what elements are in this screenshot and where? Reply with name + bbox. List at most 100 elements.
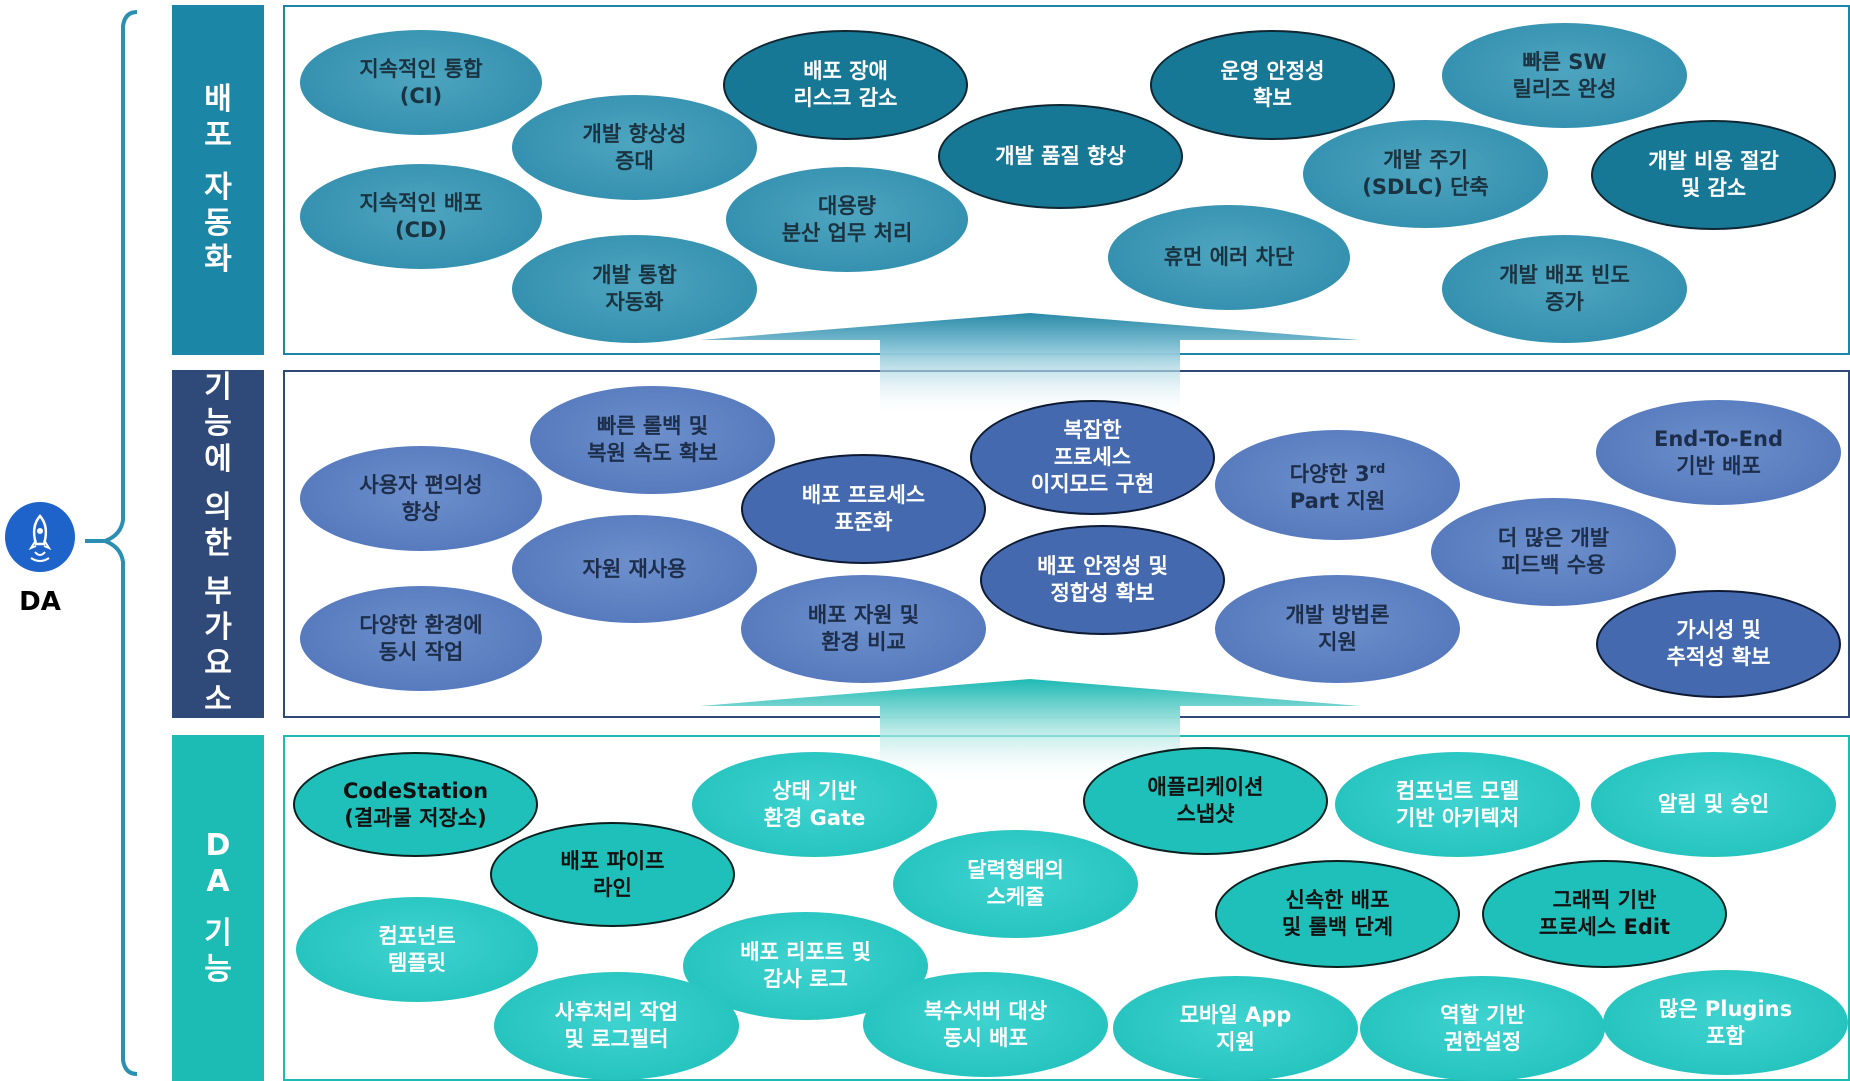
node-label: 개발 품질 향상 <box>995 144 1126 168</box>
layer-title-func-char: 능 <box>204 406 232 441</box>
func-node-rollback: 빠른 롤백 및 복원 속도 확보 <box>530 386 775 494</box>
func-node-easymode: 복잡한 프로세스 이지모드 구현 <box>970 400 1215 515</box>
deploy-node-ci: 지속적인 통합 (CI) <box>300 30 542 135</box>
da-node-postprocess: 사후처리 작업 및 로그필터 <box>494 972 739 1080</box>
deploy-node-improve: 개발 향상성 증대 <box>512 95 757 200</box>
deploy-node-release: 빠른 SW 릴리즈 완성 <box>1442 23 1687 128</box>
node-label: 컴포넌트 템플릿 <box>378 923 456 975</box>
func-node-multi-env: 다양한 환경에 동시 작업 <box>300 586 542 691</box>
node-label: 배포 리포트 및 감사 로그 <box>740 940 871 991</box>
deploy-node-stability: 운영 안정성 확보 <box>1150 30 1395 140</box>
node-label: 자원 재사용 <box>582 556 687 581</box>
node-label: 개발 향상성 증대 <box>582 121 687 173</box>
node-label: 개발 통합 자동화 <box>592 263 677 314</box>
da-node-env-gate: 상태 기반 환경 Gate <box>692 752 937 857</box>
arrow-up-to-func <box>700 679 1360 784</box>
da-node-calendar: 달력형태의 스케줄 <box>893 830 1138 938</box>
node-label: 많은 Plugins 포함 <box>1658 996 1793 1048</box>
node-label: 신속한 배포 및 롤백 단계 <box>1281 888 1394 939</box>
node-label: 더 많은 개발 피드백 수용 <box>1497 526 1610 577</box>
da-node-graphic-edit: 그래픽 기반 프로세스 Edit <box>1482 860 1727 968</box>
deploy-node-cd: 지속적인 배포 (CD) <box>300 164 542 269</box>
node-label: 배포 프로세스 표준화 <box>801 483 926 534</box>
node-label: 역할 기반 권한설정 <box>1440 1002 1525 1054</box>
node-label: 사용자 편의성 향상 <box>359 472 483 524</box>
layer-title-da-char: 능 <box>204 952 232 987</box>
func-node-standardize: 배포 프로세스 표준화 <box>741 454 986 564</box>
layer-title-da-char: 기 <box>204 916 232 951</box>
node-label: 대용량 분산 업무 처리 <box>781 193 913 245</box>
hierarchy-bracket <box>85 10 138 1076</box>
node-label-sup: rd <box>1369 461 1386 477</box>
da-node-role: 역할 기반 권한설정 <box>1360 976 1605 1081</box>
layer-title-deploy-char: 동 <box>204 206 232 241</box>
node-label: End-To-End 기반 배포 <box>1654 426 1783 478</box>
da-node-codestation: CodeStation (결과물 저장소) <box>293 752 538 857</box>
layer-title-deploy-char: 포 <box>204 118 232 153</box>
node-label: 개발 배포 빈도 증가 <box>1499 263 1630 314</box>
layer-title-func-char: 기 <box>204 370 232 405</box>
deploy-node-risk: 배포 장애 리스크 감소 <box>723 30 968 140</box>
func-node-feedback: 더 많은 개발 피드백 수용 <box>1431 498 1676 606</box>
da-label: DA <box>19 587 61 617</box>
deploy-node-distributed: 대용량 분산 업무 처리 <box>726 167 968 272</box>
node-label: 개발 방법론 지원 <box>1285 603 1390 654</box>
layer-title-func-char: 에 <box>204 442 232 477</box>
da-node-fast-deploy: 신속한 배포 및 롤백 단계 <box>1215 860 1460 968</box>
da-node-template: 컴포넌트 템플릿 <box>296 897 538 1002</box>
node-label: 지속적인 배포 (CD) <box>359 190 483 242</box>
node-label-part: 다양한 3 <box>1289 461 1370 486</box>
layer-title-deploy-char: 자 <box>204 170 232 205</box>
arrow-up-to-deploy <box>700 313 1360 418</box>
layer-title-func-char: 부 <box>204 574 232 609</box>
node-label: 개발 주기 (SDLC) 단축 <box>1362 148 1489 199</box>
func-node-usability: 사용자 편의성 향상 <box>300 446 542 551</box>
node-label: 복수서버 대상 동시 배포 <box>923 998 1048 1050</box>
node-label: 빠른 SW 릴리즈 완성 <box>1512 49 1617 101</box>
node-label: 개발 비용 절감 및 감소 <box>1648 149 1779 200</box>
node-label: 그래픽 기반 프로세스 Edit <box>1538 888 1671 939</box>
layer-title-func-char: 한 <box>204 526 232 561</box>
layer-title-func-char: 가 <box>204 610 232 645</box>
da-node-pipeline: 배포 파이프 라인 <box>490 822 735 927</box>
func-node-methodology: 개발 방법론 지원 <box>1215 575 1460 683</box>
node-label: 빠른 롤백 및 복원 속도 확보 <box>587 414 718 465</box>
layer-title-da-char: D <box>205 828 231 863</box>
layer-title-func-char: 의 <box>204 490 232 525</box>
layer-title-deploy-char: 배 <box>204 82 232 117</box>
deploy-node-frequency: 개발 배포 빈도 증가 <box>1442 235 1687 343</box>
da-node-multi-server: 복수서버 대상 동시 배포 <box>863 972 1108 1077</box>
node-label: 배포 안정성 및 정합성 확보 <box>1037 554 1168 605</box>
node-label: 알림 및 승인 <box>1657 792 1770 816</box>
func-node-end-to-end: End-To-End 기반 배포 <box>1596 400 1841 505</box>
node-label: 운영 안정성 확보 <box>1220 59 1325 110</box>
node-label: 모바일 App 지원 <box>1179 1002 1292 1054</box>
da-node-notify: 알림 및 승인 <box>1591 752 1836 857</box>
func-node-compare: 배포 자원 및 환경 비교 <box>741 575 986 683</box>
node-label: 지속적인 통합 (CI) <box>359 56 483 108</box>
deploy-node-cost: 개발 비용 절감 및 감소 <box>1591 120 1836 230</box>
func-node-reuse: 자원 재사용 <box>512 515 757 623</box>
node-label: 달력형태의 스케줄 <box>967 858 1064 909</box>
da-node-component-model: 컴포넌트 모델 기반 아키텍처 <box>1335 752 1580 857</box>
layer-title-func-char: 요 <box>204 646 232 681</box>
func-node-consistency: 배포 안정성 및 정합성 확보 <box>980 525 1225 635</box>
node-label: 애플리케이션 스냅샷 <box>1147 775 1264 826</box>
da-node-plugins: 많은 Plugins 포함 <box>1603 970 1848 1075</box>
node-label: 배포 파이프 라인 <box>560 848 665 900</box>
layer-title-deploy: 배 포 자 동 화 <box>172 5 264 355</box>
node-label: 상태 기반 환경 Gate <box>763 778 866 830</box>
deploy-node-quality: 개발 품질 향상 <box>938 104 1183 209</box>
node-label: 사후처리 작업 및 로그필터 <box>554 1000 679 1051</box>
node-label: 다양한 환경에 동시 작업 <box>359 612 483 664</box>
node-label: 컴포넌트 모델 기반 아키텍처 <box>1395 778 1520 830</box>
layer-title-da: D A 기 능 <box>172 735 264 1081</box>
func-node-visibility: 가시성 및 추적성 확보 <box>1596 590 1841 698</box>
deploy-node-integration: 개발 통합 자동화 <box>512 235 757 343</box>
da-node-mobile: 모바일 App 지원 <box>1113 976 1358 1081</box>
node-label-part: Part 지원 <box>1289 488 1386 513</box>
deploy-node-sdlc: 개발 주기 (SDLC) 단축 <box>1303 120 1548 228</box>
da-rocket-icon[interactable] <box>5 502 75 572</box>
layer-title-func-char: 소 <box>204 682 232 717</box>
node-label: 복잡한 프로세스 이지모드 구현 <box>1030 418 1155 496</box>
